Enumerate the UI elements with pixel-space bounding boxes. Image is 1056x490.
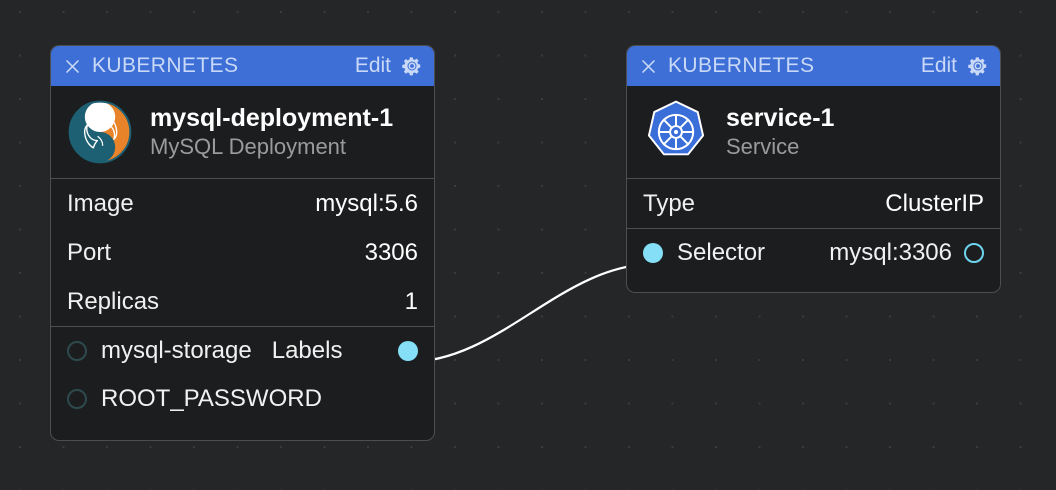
attribute-row-replicas[interactable]: Replicas 1 <box>51 277 434 326</box>
port-mid-label: Labels <box>271 337 343 364</box>
edge-labels-to-selector[interactable] <box>406 262 656 364</box>
attribute-value: 1 <box>404 287 418 315</box>
mysql-dolphin-logo-icon <box>68 100 132 164</box>
attribute-key: Type <box>643 189 696 217</box>
identity-text-block: mysql-deployment-1 MySQL Deployment <box>150 104 393 161</box>
node-kind-label: KUBERNETES <box>668 54 815 77</box>
node-identity: service-1 Service <box>627 86 1000 179</box>
attribute-section: Type ClusterIP <box>627 179 1000 228</box>
output-port-labels[interactable] <box>398 341 418 361</box>
node-subtitle: MySQL Deployment <box>150 134 347 159</box>
output-port-selector[interactable] <box>964 243 984 263</box>
attribute-row-type[interactable]: Type ClusterIP <box>627 179 1000 228</box>
port-row-selector[interactable]: Selector mysql:3306 <box>627 229 1000 277</box>
attribute-row-image[interactable]: Image mysql:5.6 <box>51 179 434 228</box>
kubernetes-helm-logo-icon <box>647 100 705 156</box>
attribute-key: Image <box>67 189 134 217</box>
section-divider <box>627 228 1000 229</box>
attribute-value: mysql:5.6 <box>315 189 418 217</box>
node-identity: mysql-deployment-1 MySQL Deployment <box>51 86 434 179</box>
node-mysql-deployment-1[interactable]: KUBERNETES Edit mysql-deployment-1 MySQL… <box>50 45 435 441</box>
gear-icon[interactable] <box>967 55 989 77</box>
port-label: Selector <box>677 239 766 266</box>
input-port-mysql-storage[interactable] <box>67 341 87 361</box>
close-icon[interactable] <box>63 57 82 76</box>
node-subtitle: Service <box>726 134 800 159</box>
identity-text-block: service-1 Service <box>726 104 834 161</box>
attribute-section: Image mysql:5.6 Port 3306 Replicas 1 <box>51 179 434 326</box>
node-service-1[interactable]: KUBERNETES Edit servi <box>626 45 1001 293</box>
node-titlebar[interactable]: KUBERNETES Edit <box>627 46 1000 86</box>
port-label: mysql-storage <box>101 337 252 364</box>
port-section: mysql-storage Labels ROOT_PASSWORD <box>51 327 434 423</box>
port-section: Selector mysql:3306 <box>627 229 1000 277</box>
section-divider <box>51 326 434 327</box>
input-port-root-password[interactable] <box>67 389 87 409</box>
node-kind-label: KUBERNETES <box>92 54 239 77</box>
port-value: mysql:3306 <box>829 239 952 266</box>
node-title: mysql-deployment-1 <box>150 103 394 132</box>
input-port-selector[interactable] <box>643 243 663 263</box>
edit-button[interactable]: Edit <box>920 54 957 77</box>
attribute-value: ClusterIP <box>885 189 984 217</box>
port-row-mysql-storage[interactable]: mysql-storage Labels <box>51 327 434 375</box>
close-icon[interactable] <box>639 57 658 76</box>
edit-button[interactable]: Edit <box>354 54 391 77</box>
attribute-row-port[interactable]: Port 3306 <box>51 228 434 277</box>
port-row-root-password[interactable]: ROOT_PASSWORD <box>51 375 434 423</box>
node-titlebar[interactable]: KUBERNETES Edit <box>51 46 434 86</box>
attribute-value: 3306 <box>364 238 418 266</box>
port-label: ROOT_PASSWORD <box>101 385 322 412</box>
attribute-key: Port <box>67 238 112 266</box>
attribute-key: Replicas <box>67 287 160 315</box>
gear-icon[interactable] <box>401 55 423 77</box>
node-title: service-1 <box>726 103 835 132</box>
